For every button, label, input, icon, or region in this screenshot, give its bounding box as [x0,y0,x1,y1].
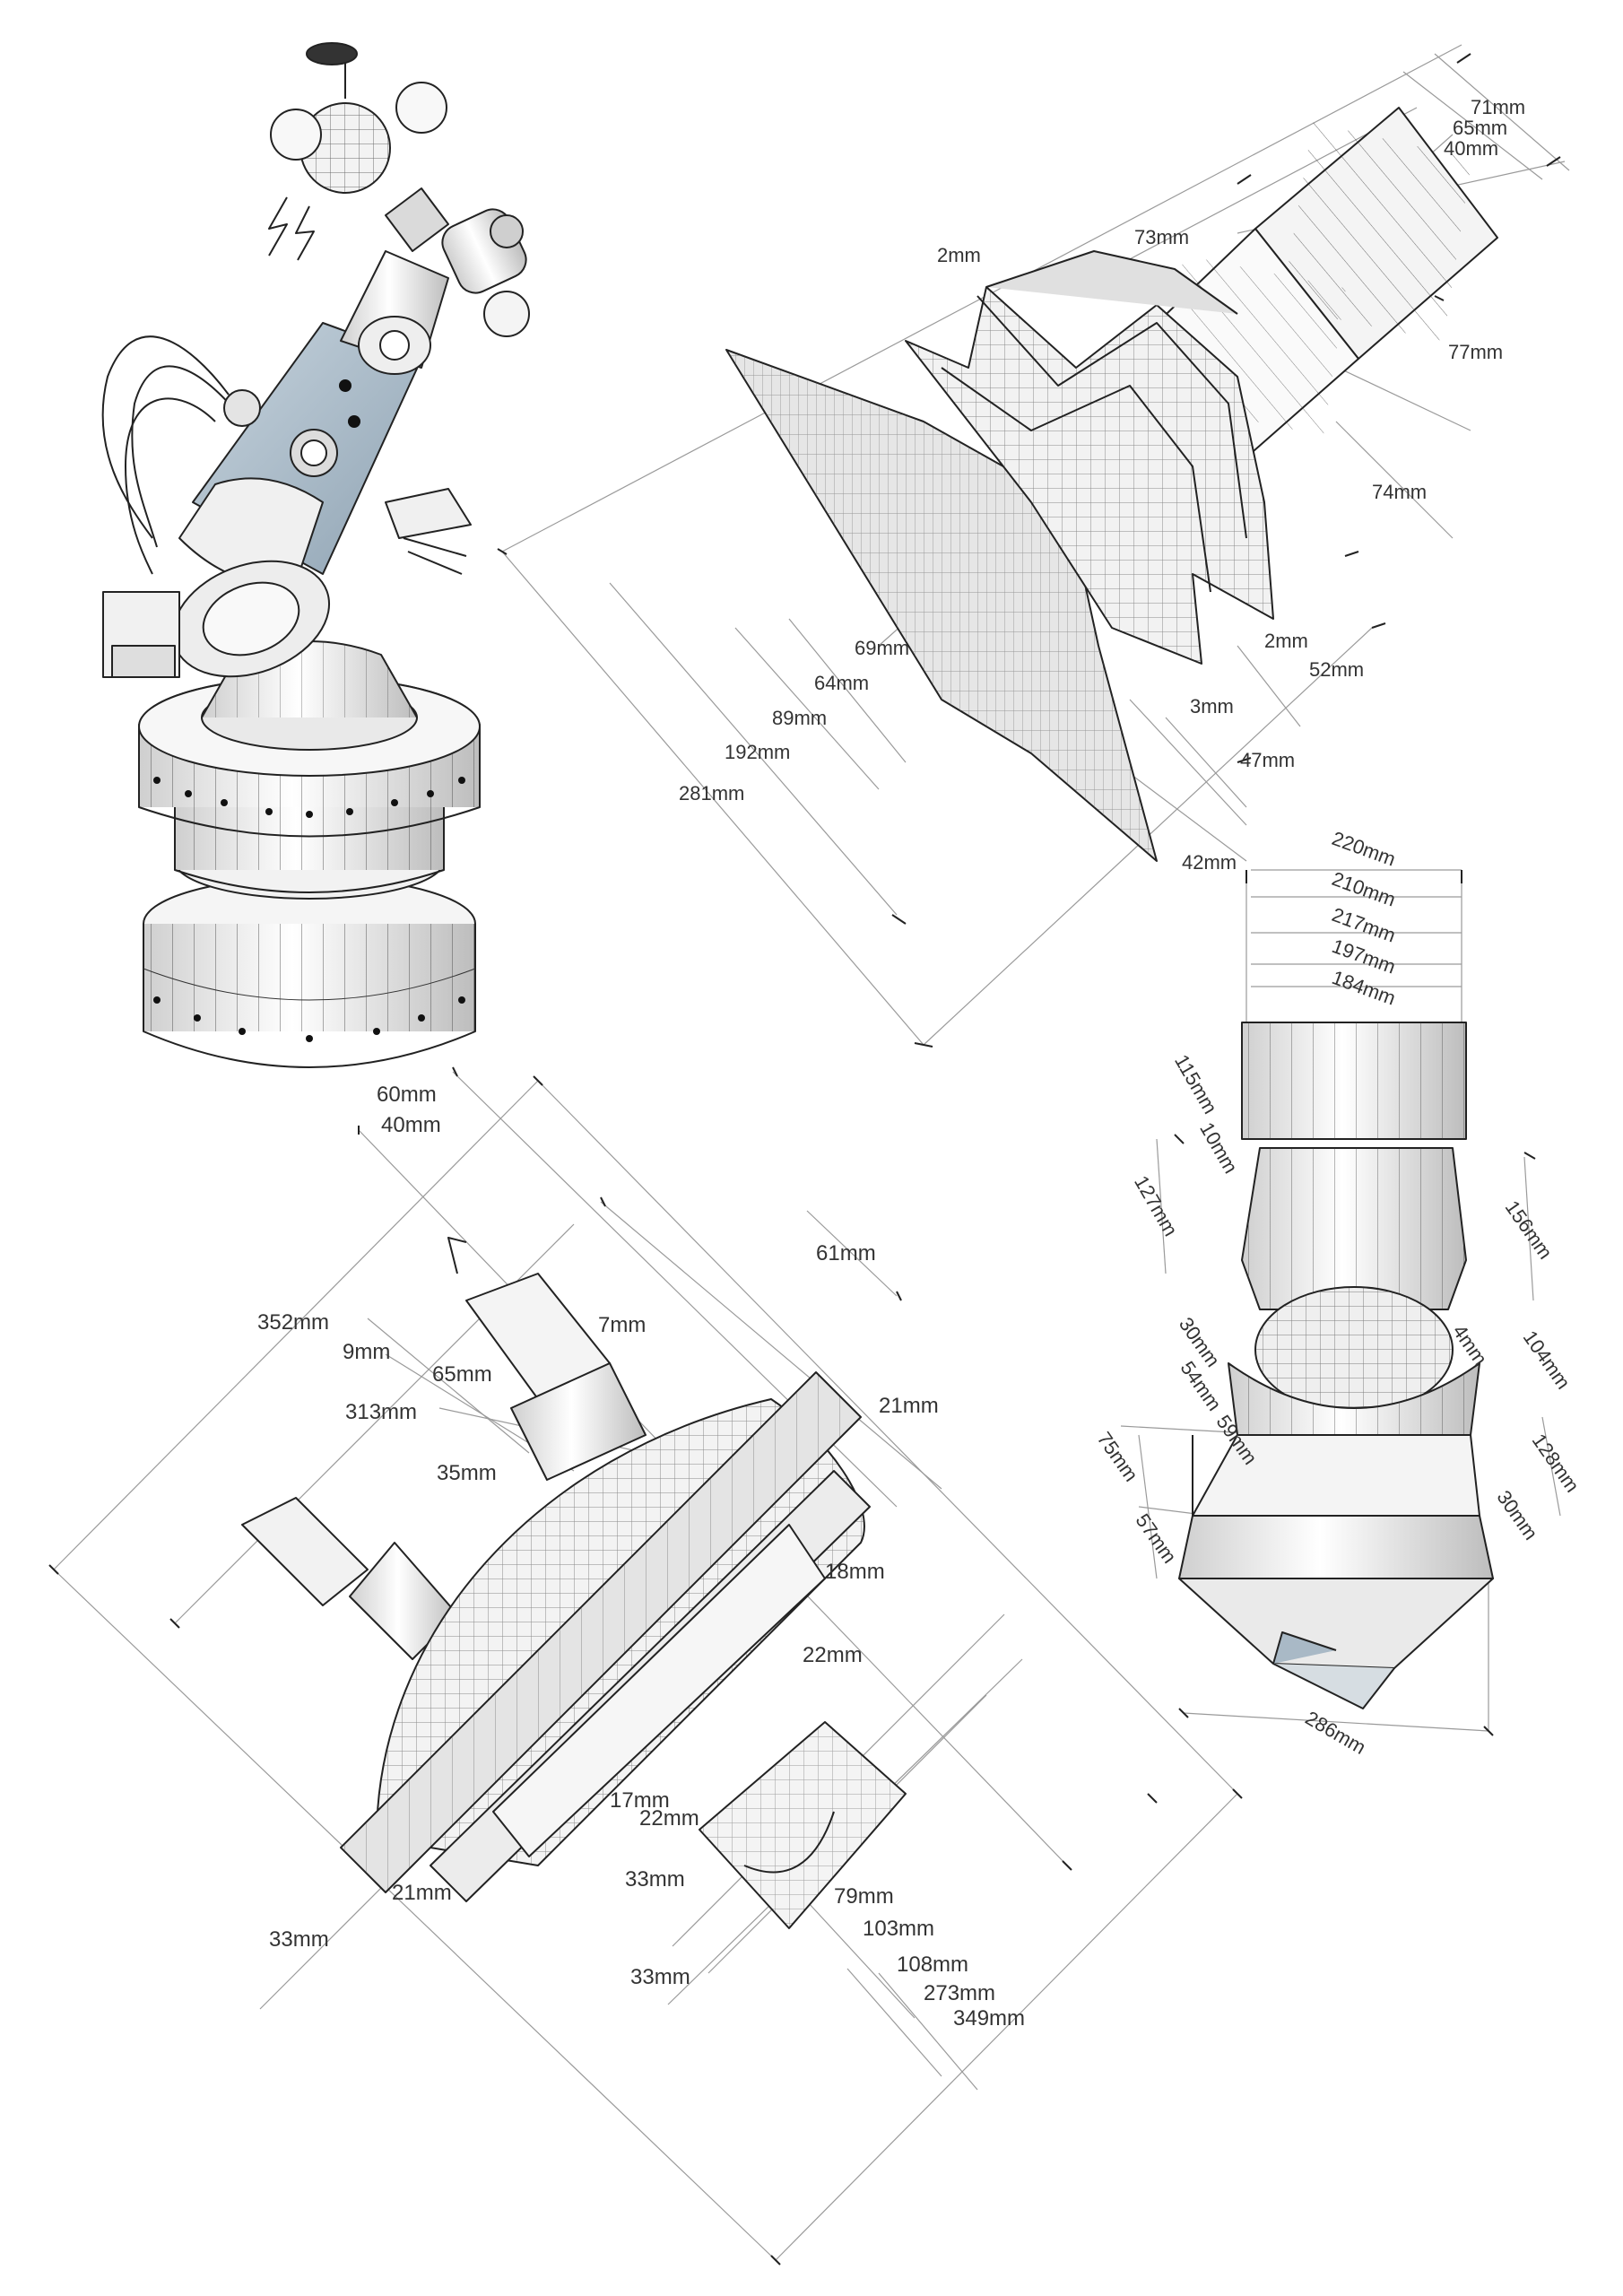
dim-label: 104mm [1519,1326,1575,1393]
neck-and-head [268,42,530,375]
dim-label: 17mm [610,1788,670,1813]
dim-label: 65mm [432,1362,492,1387]
assembled-model-view [101,42,530,1068]
dim-label: 108mm [897,1952,968,1977]
cables-and-arm [101,335,472,678]
dim-label: 286mm [1302,1707,1370,1759]
dim-label: 128mm [1528,1430,1584,1496]
dim-label: 2mm [1264,630,1308,652]
dim-label: 22mm [639,1806,699,1831]
dim-label: 79mm [834,1884,894,1909]
dim-label: 4mm [1448,1320,1492,1369]
dim-label: 40mm [381,1113,441,1137]
dim-label: 30mm [1492,1486,1542,1544]
dome-part-view [48,1066,1243,2266]
dim-label: 313mm [345,1400,417,1424]
dim-label: 75mm [1093,1428,1143,1485]
dim-label: 115mm [1170,1051,1222,1118]
wing-part-dimension-lines [497,44,1570,1048]
dim-label: 73mm [1134,226,1189,248]
dim-label: 30mm [1175,1313,1225,1370]
dim-label: 47mm [1240,749,1295,771]
dim-label: 2mm [937,244,981,266]
dim-label: 21mm [879,1394,939,1418]
dim-label: 33mm [625,1867,685,1892]
wing-part-view [497,44,1570,1048]
dim-label: 71mm [1471,96,1525,118]
base-drum [138,640,481,1068]
dim-label: 57mm [1132,1509,1182,1567]
dim-label: 281mm [679,782,744,804]
dome-part-labels: 60mm 40mm 61mm 352mm 9mm 7mm 65mm 313mm … [257,1083,1025,2031]
dim-label: 192mm [725,741,790,763]
dim-label: 42mm [1182,851,1237,874]
dim-label: 7mm [598,1313,646,1337]
vertical-part-view [1120,869,1561,1736]
dim-label: 18mm [825,1560,885,1584]
dim-label: 74mm [1372,481,1427,503]
dim-label: 127mm [1130,1172,1182,1240]
wing-part-labels: 71mm 65mm 40mm 73mm 2mm 77mm 74mm 69mm 6… [679,96,1525,874]
dim-label: 103mm [863,1917,934,1941]
dim-label: 9mm [343,1340,390,1364]
dim-label: 273mm [924,1981,995,2005]
dim-label: 352mm [257,1310,329,1335]
dim-label: 3mm [1190,695,1234,718]
dim-label: 40mm [1444,137,1498,160]
dim-label: 61mm [816,1241,876,1265]
dim-label: 54mm [1176,1357,1227,1414]
dim-label: 60mm [377,1083,437,1107]
dim-label: 220mm [1329,827,1398,871]
dim-label: 156mm [1501,1196,1558,1263]
dim-label: 89mm [772,707,827,729]
dim-label: 33mm [269,1927,329,1952]
dim-label: 35mm [437,1461,497,1485]
dim-label: 33mm [630,1965,690,1989]
dim-label: 52mm [1309,658,1364,681]
wing-part-wings [725,250,1274,862]
dim-label: 349mm [953,2006,1025,2031]
dim-label: 77mm [1448,341,1503,363]
dim-label: 69mm [855,637,909,659]
dim-label: 65mm [1453,117,1507,139]
conical-body [171,322,422,678]
dim-label: 10mm [1195,1118,1242,1177]
dim-label: 64mm [814,672,869,694]
dim-label: 22mm [803,1643,863,1667]
dim-label: 21mm [392,1881,452,1905]
